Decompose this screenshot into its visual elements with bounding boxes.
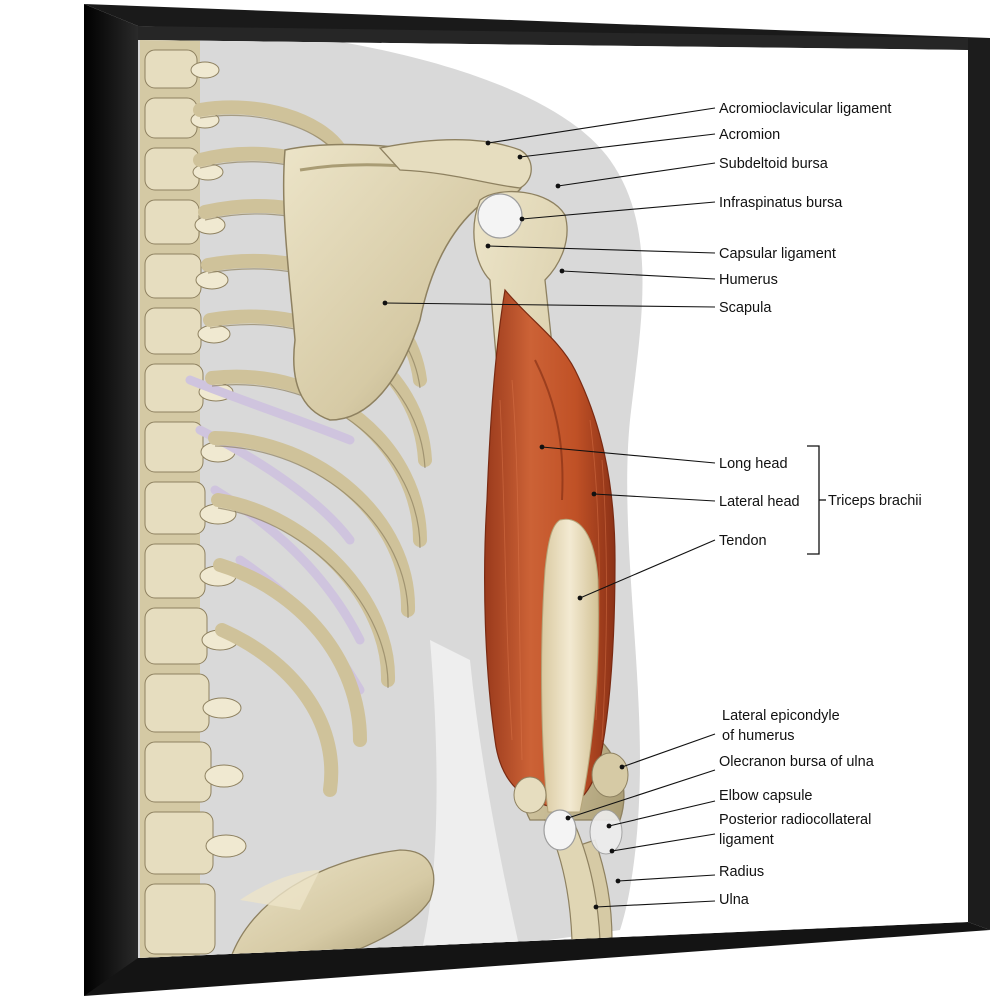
label-ulna: Ulna [719,892,750,908]
frame-left-side [84,4,138,996]
label-radius: Radius [719,864,764,880]
olecranon-bursa-shape [543,809,577,851]
infraspinatus-bursa-shape [477,193,523,239]
label-lateral-epicondyle-line1: Lateral epicondyle [722,708,840,724]
label-acromioclavicular-ligament: Acromioclavicular ligament [719,101,891,117]
frame-inner-lip [138,26,968,50]
label-humerus: Humerus [719,272,778,288]
label-scapula: Scapula [719,300,772,316]
label-tendon: Tendon [719,533,767,549]
leader-dots [382,140,625,910]
leader-lines [384,107,716,908]
label-long-head: Long head [719,456,788,472]
label-elbow-capsule: Elbow capsule [719,788,813,804]
label-acromion: Acromion [719,127,780,143]
label-capsular-ligament: Capsular ligament [719,246,836,262]
label-olecranon-bursa: Olecranon bursa of ulna [719,754,875,770]
label-subdeltoid-bursa: Subdeltoid bursa [719,156,829,172]
label-posterior-radiocollateral-line1: Posterior radiocollateral [719,812,871,828]
picture-frame [84,4,990,996]
elbow-capsule-shape [589,809,623,855]
label-triceps-brachii: Triceps brachii [828,493,922,509]
canvas [138,40,968,958]
triceps-tendon [541,518,599,813]
frame-right [968,38,990,930]
labels: Acromioclavicular ligament Acromion Subd… [719,101,922,908]
label-posterior-radiocollateral-line2: ligament [719,832,774,848]
frame-bottom [84,922,990,996]
spine [140,40,247,958]
acromion-bone [378,138,532,189]
label-lateral-head: Lateral head [719,494,800,510]
label-lateral-epicondyle-line2: of humerus [722,728,795,744]
label-infraspinatus-bursa: Infraspinatus bursa [719,195,843,211]
